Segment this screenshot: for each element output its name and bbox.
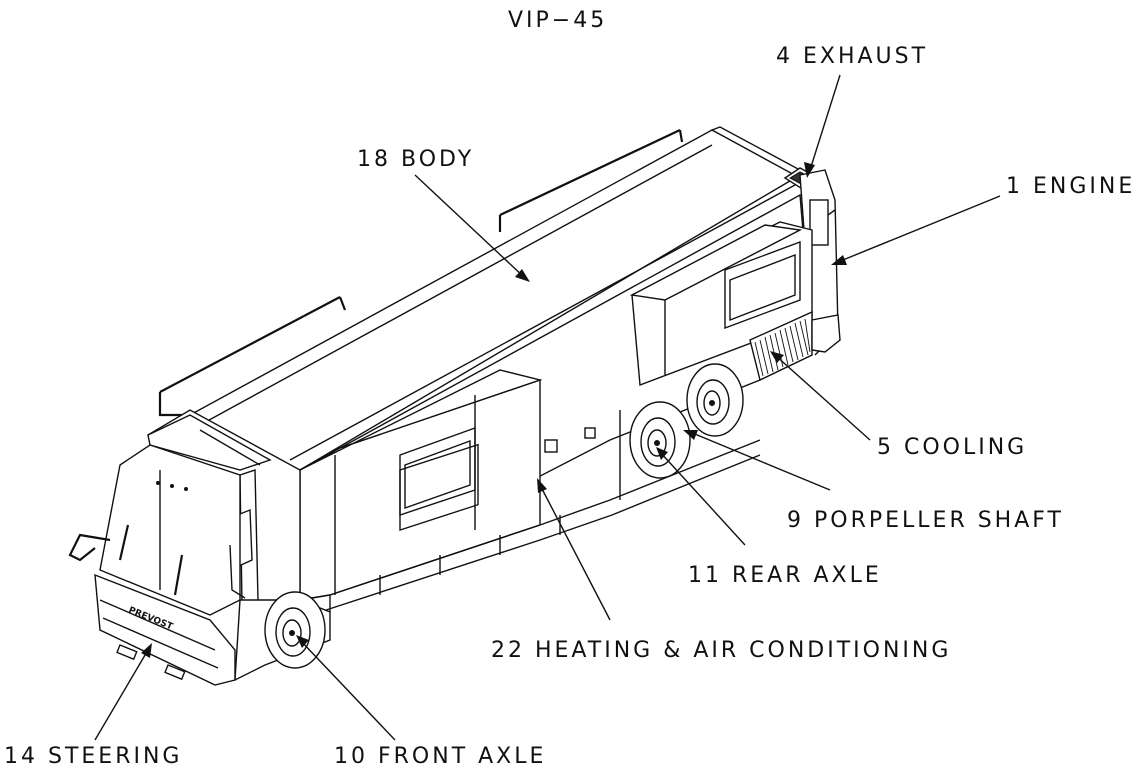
label-propeller-shaft: 9 PORPELLER SHAFT <box>787 508 1064 533</box>
roof-rail-rear-left <box>158 392 190 417</box>
left-wiper <box>118 524 130 561</box>
label-steering: 14 STEERING <box>4 744 183 769</box>
leader-steering <box>94 643 152 741</box>
leader-heating-ac <box>537 478 611 621</box>
leader-cooling <box>770 351 871 441</box>
leader-rear-axle <box>656 447 746 546</box>
rear-slide-out-top <box>629 224 803 301</box>
label-exhaust: 4 EXHAUST <box>776 44 929 69</box>
label-rear-axle: 11 REAR AXLE <box>688 563 882 588</box>
leader-exhaust <box>804 74 841 178</box>
left-mirror <box>68 533 111 562</box>
leader-body <box>414 174 530 282</box>
label-heating-air-conditioning: 22 HEATING & AIR CONDITIONING <box>491 638 952 663</box>
rear-wheel-1 <box>629 401 691 479</box>
label-cooling: 5 COOLING <box>877 435 1028 460</box>
front-roof-cap <box>147 414 272 471</box>
leader-engine <box>831 195 1001 265</box>
right-wiper <box>173 554 184 596</box>
rear-bumper <box>811 314 841 353</box>
bus-body-drawing: PREVOST <box>68 126 841 686</box>
leader-propeller-shaft <box>683 430 831 491</box>
front-slide-out-top <box>299 369 543 471</box>
label-front-axle: 10 FRONT AXLE <box>334 744 547 769</box>
rear-wheel-2 <box>686 363 744 437</box>
label-body: 18 BODY <box>357 147 475 172</box>
label-engine: 1 ENGINE <box>1006 174 1136 199</box>
leader-front-axle <box>296 635 396 741</box>
front-wheel <box>264 591 326 669</box>
diagram-title: VIP−45 <box>508 8 608 33</box>
